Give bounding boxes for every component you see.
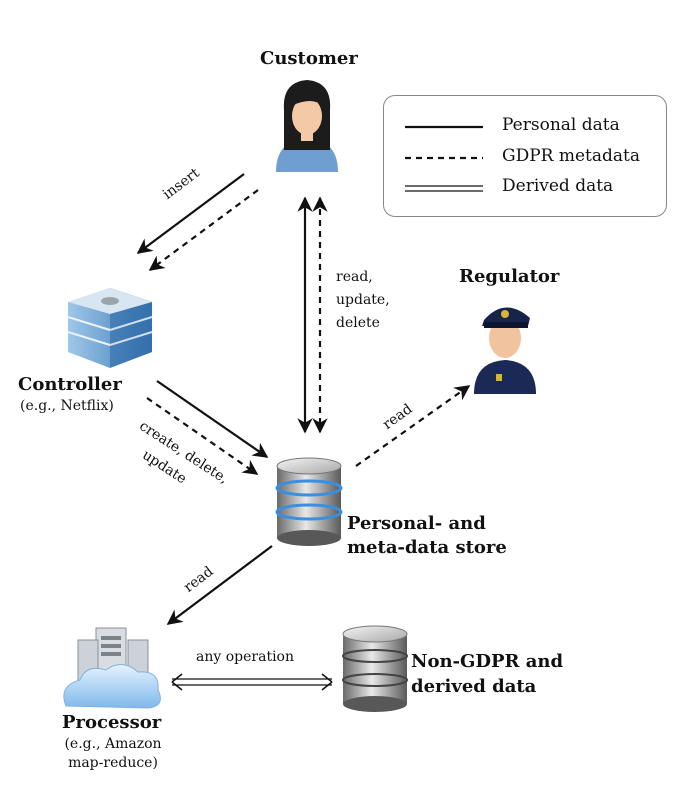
police-officer-icon [474, 307, 536, 394]
legend-derived-line [405, 185, 483, 192]
insert-metadata-arrow [148, 189, 259, 271]
controller-store-metadata-arrow [146, 397, 259, 475]
legend-personal-label: Personal data [502, 115, 620, 135]
office-building-icon [67, 288, 153, 368]
nongdpr-label-line1: Non-GDPR and [411, 651, 564, 672]
any-operation-edge-label: any operation [196, 649, 294, 665]
rud-edge-label-3: delete [336, 315, 380, 331]
customer-person-icon [276, 80, 338, 172]
processor-sublabel-line2: map-reduce) [68, 755, 158, 771]
processor-nongdpr-derived-arrow [171, 673, 333, 691]
controller-label: Controller [18, 374, 122, 395]
database-icon [275, 457, 343, 546]
processor-sublabel-line1: (e.g., Amazon [64, 736, 162, 752]
database-icon [342, 625, 408, 712]
controller-store-personal-arrow [156, 380, 269, 458]
store-label-line1: Personal- and [347, 513, 486, 534]
store-processor-personal-arrow [166, 545, 273, 625]
regulator-label: Regulator [459, 266, 560, 287]
controller-sublabel: (e.g., Netflix) [20, 398, 114, 414]
rud-edge-label-2: update, [336, 292, 390, 308]
processor-label: Processor [62, 712, 162, 733]
store-regulator-metadata-arrow [355, 385, 471, 467]
nongdpr-label-line2: derived data [411, 676, 537, 697]
rud-edge-label-1: read, [336, 269, 373, 285]
customer-label: Customer [260, 48, 358, 69]
server-cloud-icon [63, 627, 161, 709]
insert-personal-arrow [136, 173, 245, 254]
store-label-line2: meta-data store [347, 537, 507, 558]
legend-metadata-label: GDPR metadata [502, 146, 640, 166]
legend-derived-label: Derived data [502, 176, 614, 196]
legend-box [383, 95, 667, 217]
